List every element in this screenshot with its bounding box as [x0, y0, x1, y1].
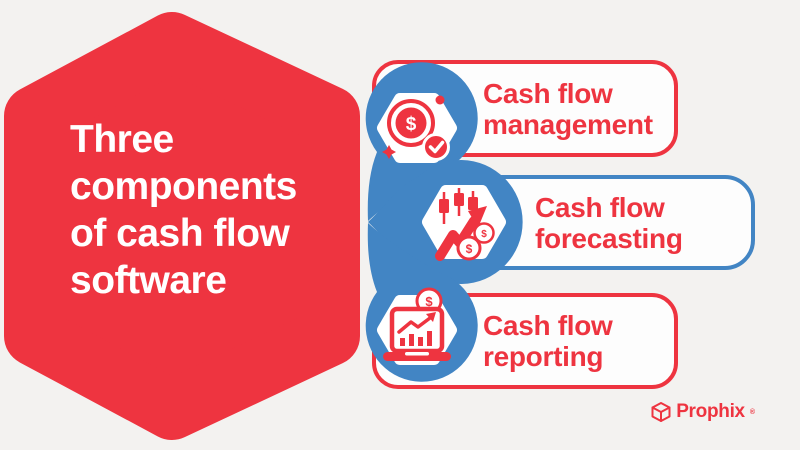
card-label-line1: Cash flow — [483, 310, 613, 341]
title-line: Three — [70, 118, 174, 161]
prophix-cube-icon — [651, 402, 671, 422]
logo-trademark: ® — [749, 408, 755, 416]
card-label: Cash flow forecasting — [402, 192, 683, 254]
card-label-line1: Cash flow — [535, 191, 665, 223]
card-label-line2: management — [483, 108, 653, 140]
card-label-line2: forecasting — [535, 222, 683, 254]
card-label-line2: reporting — [483, 341, 604, 372]
card-label: Cash flow management — [376, 78, 653, 140]
title-line: of cash flow — [70, 212, 290, 255]
card-cash-flow-management: Cash flow management — [372, 60, 678, 157]
card-cash-flow-forecasting: Cash flow forecasting — [398, 175, 755, 270]
page-title: Three components of cash flow software — [70, 116, 390, 304]
prophix-logo: Prophix ® — [651, 401, 755, 423]
title-line: components — [70, 165, 297, 208]
card-cash-flow-reporting: Cash flow reporting — [372, 293, 678, 389]
card-label: Cash flow reporting — [376, 310, 613, 372]
logo-wordmark: Prophix — [676, 401, 745, 422]
card-label-line1: Cash flow — [483, 77, 613, 109]
title-line: software — [70, 259, 227, 302]
